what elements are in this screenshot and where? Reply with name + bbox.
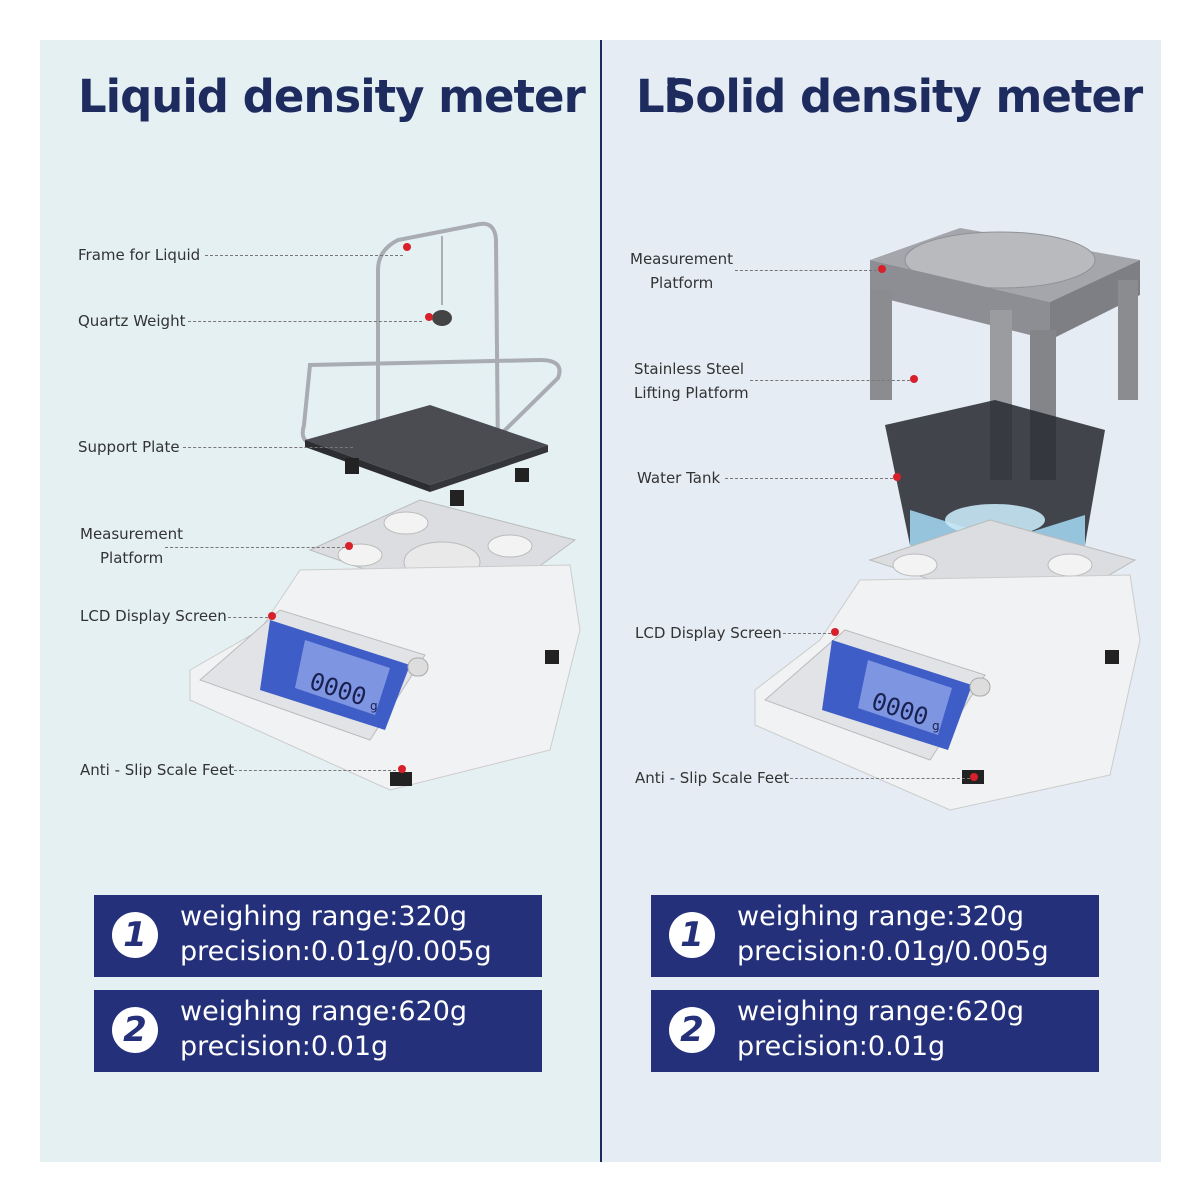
left-lcd-unit: g (370, 699, 378, 713)
number-2-icon: 2 (112, 1007, 158, 1053)
label-measurement: Measurement (80, 525, 183, 543)
quartz-weight-icon (432, 310, 452, 326)
left-title: Liquid density meter (78, 70, 586, 123)
label-right-anti-slip: Anti - Slip Scale Feet (635, 769, 790, 787)
spec-range: weighing range:320g (737, 901, 1025, 932)
right-lcd-unit: g (932, 719, 940, 733)
spec-precision: precision:0.01g (737, 1031, 946, 1062)
spec-range: weighing range:620g (737, 996, 1025, 1027)
support-plate-icon (305, 405, 548, 506)
spec-precision: precision:0.01g/0.005g (180, 936, 492, 967)
spec-range: weighing range:320g (180, 901, 468, 932)
leader-right-platform (735, 270, 877, 271)
leader-quartz (188, 321, 422, 322)
label-quartz-weight: Quartz Weight (78, 312, 186, 330)
panel-divider (600, 40, 602, 1162)
marker-feet (398, 765, 406, 773)
label-support-plate: Support Plate (78, 438, 180, 456)
label-anti-slip-feet: Anti - Slip Scale Feet (80, 761, 235, 779)
leader-lcd (228, 617, 268, 618)
leader-platform (165, 547, 345, 548)
leader-lifting (750, 380, 910, 381)
right-title-main: Solid density meter (664, 70, 1143, 123)
left-spec-2: 2 weighing range:620g precision:0.01g (94, 990, 542, 1072)
marker-right-lcd (831, 628, 839, 636)
number-1-icon: 1 (669, 912, 715, 958)
label-frame-for-liquid: Frame for Liquid (78, 246, 201, 264)
leader-right-lcd (783, 633, 831, 634)
marker-lcd (268, 612, 276, 620)
leader-frame (205, 255, 403, 256)
marker-platform (345, 542, 353, 550)
label-right-measurement: Measurement (630, 250, 733, 268)
marker-frame (403, 243, 411, 251)
right-spec-1: 1 weighing range:320g precision:0.01g/0.… (651, 895, 1099, 977)
marker-right-platform (878, 265, 886, 273)
spec-range: weighing range:620g (180, 996, 468, 1027)
leader-tank (725, 478, 893, 479)
left-spec-1: 1 weighing range:320g precision:0.01g/0.… (94, 895, 542, 977)
marker-quartz (425, 313, 433, 321)
solid-density-meter-illustration: 0000 g (754, 228, 1141, 811)
label-water-tank: Water Tank (637, 469, 721, 487)
marker-right-feet (970, 773, 978, 781)
right-spec-2: 2 weighing range:620g precision:0.01g (651, 990, 1099, 1072)
leader-feet (234, 770, 396, 771)
number-2-icon: 2 (669, 1007, 715, 1053)
right-title-overlap: Li (636, 70, 679, 123)
leader-support (183, 447, 353, 448)
marker-lifting (910, 375, 918, 383)
right-scale-base-icon (754, 574, 1141, 811)
label-lifting-platform: Lifting Platform (634, 384, 749, 402)
marker-tank (893, 473, 901, 481)
liquid-density-meter-illustration: 0000 g (189, 221, 581, 791)
label-platform: Platform (100, 549, 164, 567)
spec-precision: precision:0.01g (180, 1031, 389, 1062)
scale-base-icon (189, 564, 581, 791)
number-1-icon: 1 (112, 912, 158, 958)
leader-right-feet (790, 778, 970, 779)
label-right-platform: Platform (650, 274, 714, 292)
spec-precision: precision:0.01g/0.005g (737, 936, 1049, 967)
label-stainless-steel: Stainless Steel (634, 360, 745, 378)
label-right-lcd: LCD Display Screen (635, 624, 782, 642)
label-lcd-display: LCD Display Screen (80, 607, 227, 625)
